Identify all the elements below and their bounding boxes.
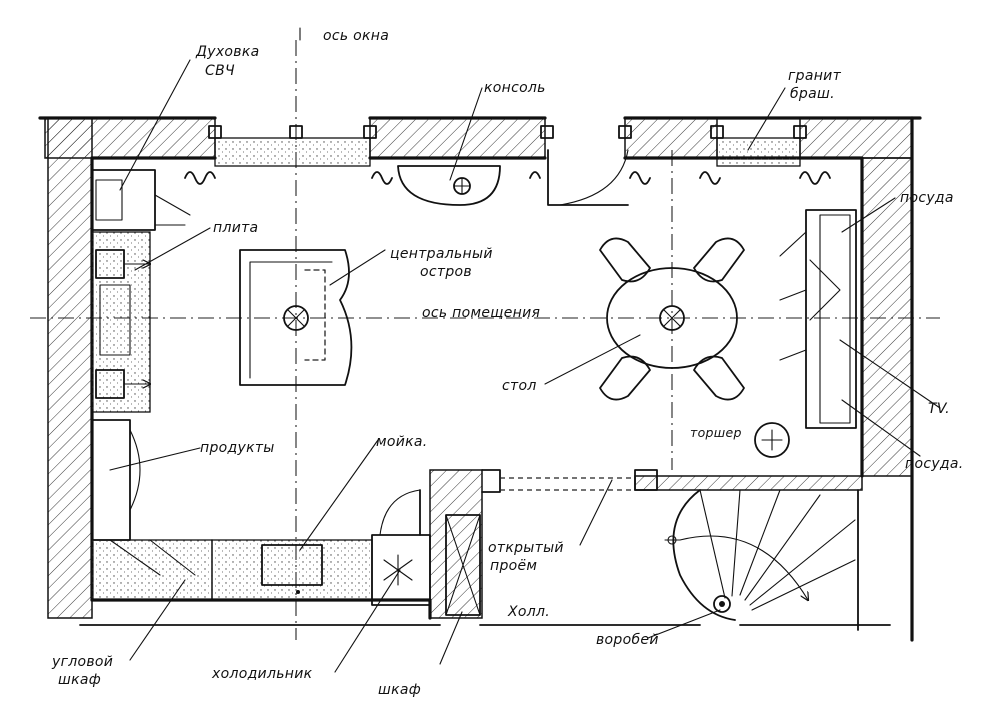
label-room-axis: ось помещения [422,305,540,321]
left-kitchen-run [91,169,213,601]
label-granite-2: браш. [790,86,835,102]
leader-lines [109,27,941,673]
label-opening-2: проём [490,558,537,574]
dining-table [599,237,745,401]
label-tv: TV. [928,401,950,417]
label-dishes-top: посуда [900,190,954,206]
central-island [239,249,353,386]
label-products: продукты [200,440,275,456]
label-wardrobe: шкаф [378,682,421,698]
label-island-2: остров [420,264,472,280]
label-oven: Духовка [195,44,259,60]
label-corner-cabinet-2: шкаф [58,672,101,688]
label-torcher: торшер [690,425,742,440]
label-stair: воробей [596,632,659,648]
label-corner-cabinet: угловой [51,654,113,670]
spiral-stair [664,489,859,631]
label-table: стол [502,378,537,394]
interior-partitions [429,469,863,619]
label-opening: открытый [488,540,564,556]
label-dishes-bottom: посуда. [905,456,964,472]
labels: ось окна Духовка СВЧ консоль гранит браш… [51,28,964,698]
label-oven-2: СВЧ [205,63,235,79]
label-fridge: холодильник [211,666,313,682]
label-console: консоль [484,80,546,96]
label-sink: мойка. [376,434,428,450]
label-granite: гранит [788,68,842,84]
label-hall: Холл. [507,604,550,620]
label-window-axis: ось окна [323,28,389,44]
console [397,165,501,206]
bottom-kitchen-run [211,489,431,606]
label-stove: плита [213,220,258,236]
right-sideboard [754,209,857,458]
label-island: центральный [390,246,493,262]
